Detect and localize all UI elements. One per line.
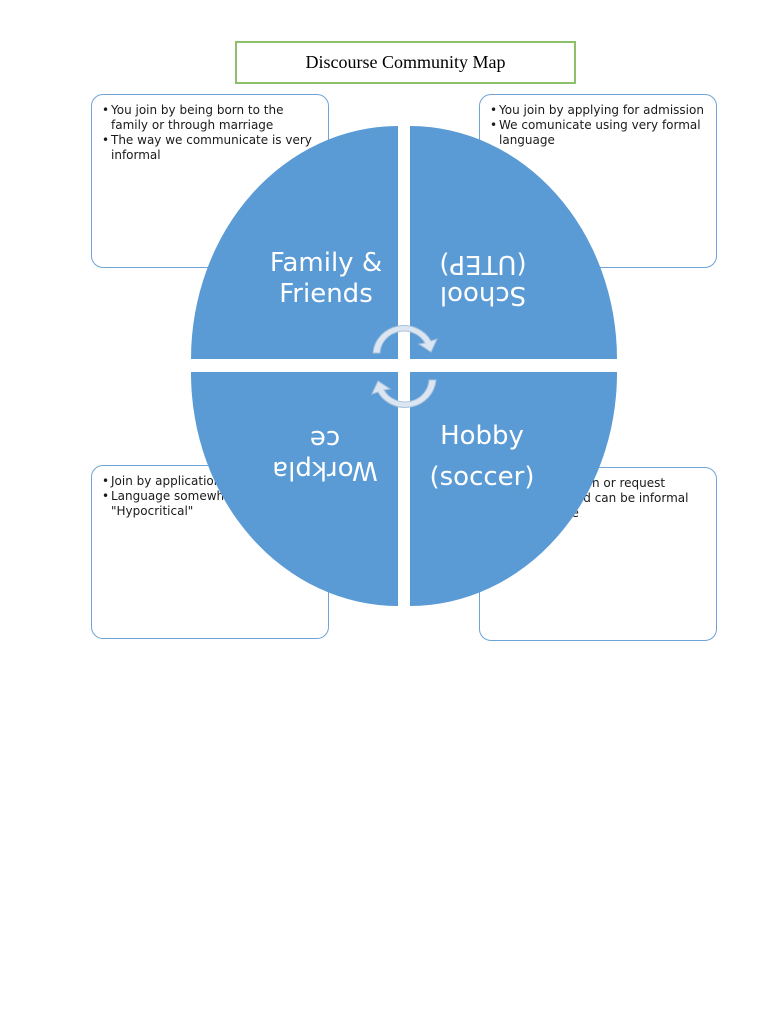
note-bullet: The way we communicate is very informal [102,133,318,163]
note-bullet: Language somewhat "Hypocritical" [102,489,318,519]
quadrant-school [410,126,617,359]
quadrant-family-friends [191,126,398,359]
note-bullet: You join by being born to the family or … [102,103,318,133]
cycle-arrow-icon [371,379,437,408]
diagram-title: Discourse Community Map [235,41,576,84]
note-bullet: Join by application [102,474,318,489]
quadrant-label: Friends [279,279,373,309]
quadrant-label: ce [310,424,340,454]
quadrant-label: (soccer) [429,462,534,492]
cycle-arrow-icon [372,325,438,354]
note-bullet: You join by applying for admission [490,103,706,118]
quadrant-label: School [440,280,526,310]
quadrant-label: Workpla [272,455,378,485]
quadrant-label: (UTEP) [439,249,526,279]
note-bullet: We comunicate using very formal language [490,118,706,148]
quadrant-label: Hobby [440,421,524,451]
quadrant-label: Family & [270,248,382,278]
quadrant-workplace [190,372,398,606]
quadrant-hobby [410,372,618,606]
